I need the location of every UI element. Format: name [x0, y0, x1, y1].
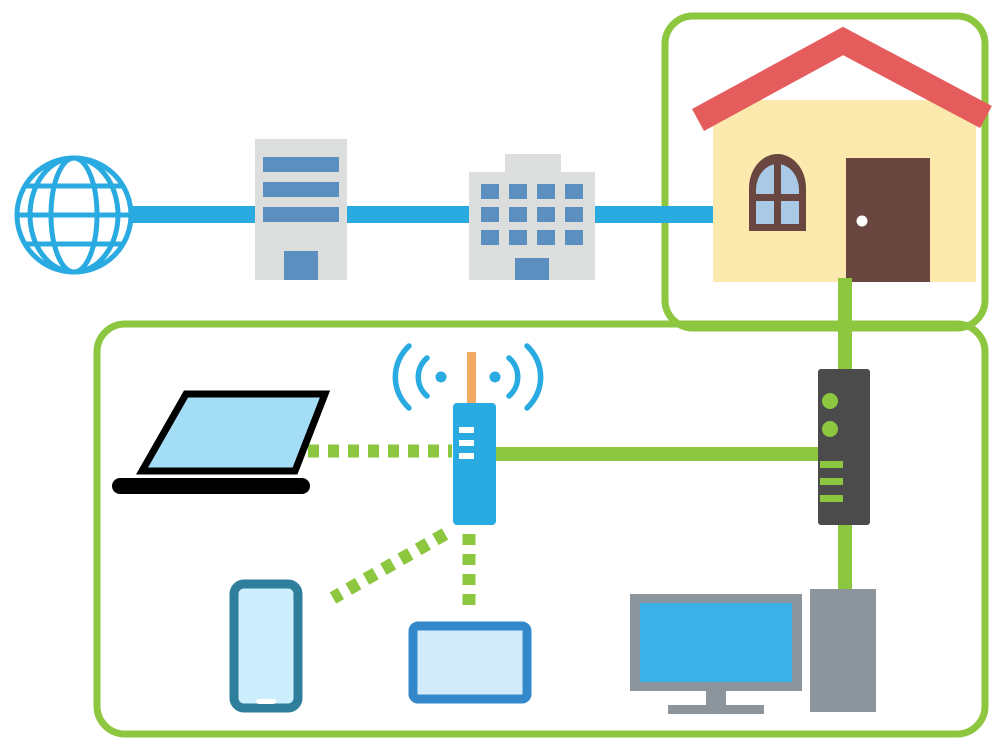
laptop-icon: [112, 390, 331, 494]
router-slot: [459, 440, 474, 446]
office-building-windows: [481, 184, 583, 245]
lan-enclosure-border: [93, 320, 989, 738]
office-building-door: [515, 258, 549, 280]
monitor-screen: [640, 603, 792, 682]
laptop-base: [112, 478, 310, 494]
provider-building-icon: [255, 139, 347, 280]
wifi-arc-right-inner: [506, 355, 521, 399]
office-building-roof-step: [505, 154, 561, 174]
provider-building-stripe: [263, 182, 339, 197]
wifi-arc-left-inner: [415, 355, 430, 399]
switch-led: [822, 393, 838, 409]
switch-port: [820, 461, 843, 468]
smartphone-home-bar: [256, 699, 276, 704]
smartphone-icon: [229, 579, 303, 713]
wifi-router-icon: [392, 343, 544, 525]
house-window-mullion-vertical: [774, 162, 781, 224]
wan-link-line: [122, 206, 736, 223]
provider-building-stripe: [263, 157, 339, 172]
house-icon: [692, 26, 992, 282]
router-slot: [459, 427, 474, 433]
tablet-icon: [408, 621, 532, 704]
router-body: [453, 403, 496, 525]
internet-globe-icon: [14, 155, 134, 275]
wifi-arc-left-outer: [392, 343, 412, 411]
wifi-arc-right-outer: [524, 343, 544, 411]
tablet-body: [408, 621, 532, 704]
lan-links: [308, 278, 852, 614]
house-roof: [692, 26, 992, 131]
router-antenna: [467, 352, 476, 408]
router-slot: [459, 453, 474, 459]
wifi-dot-right: [489, 371, 501, 383]
switch-port: [820, 478, 843, 485]
laptop-screen: [135, 390, 331, 475]
switch-port: [820, 495, 843, 502]
smartphone-body: [229, 579, 303, 713]
house-doorknob: [856, 215, 868, 227]
monitor-stand-neck: [706, 691, 726, 705]
network-switch-icon: [818, 369, 870, 525]
desktop-tower: [810, 589, 876, 712]
desktop-computer-icon: [630, 589, 876, 714]
house-window-mullion-horizontal: [752, 194, 803, 201]
provider-building-door: [284, 251, 318, 280]
house-window: [749, 154, 806, 231]
house-enclosure-border: [661, 12, 989, 332]
switch-led: [822, 421, 838, 437]
provider-building-stripe: [263, 207, 339, 222]
wifi-signal-icon: [392, 343, 544, 411]
monitor-stand-base: [668, 705, 764, 714]
office-building-icon: [469, 154, 595, 280]
link-smartphone-to-router-wireless: [329, 528, 449, 604]
wifi-dot-left: [435, 371, 447, 383]
